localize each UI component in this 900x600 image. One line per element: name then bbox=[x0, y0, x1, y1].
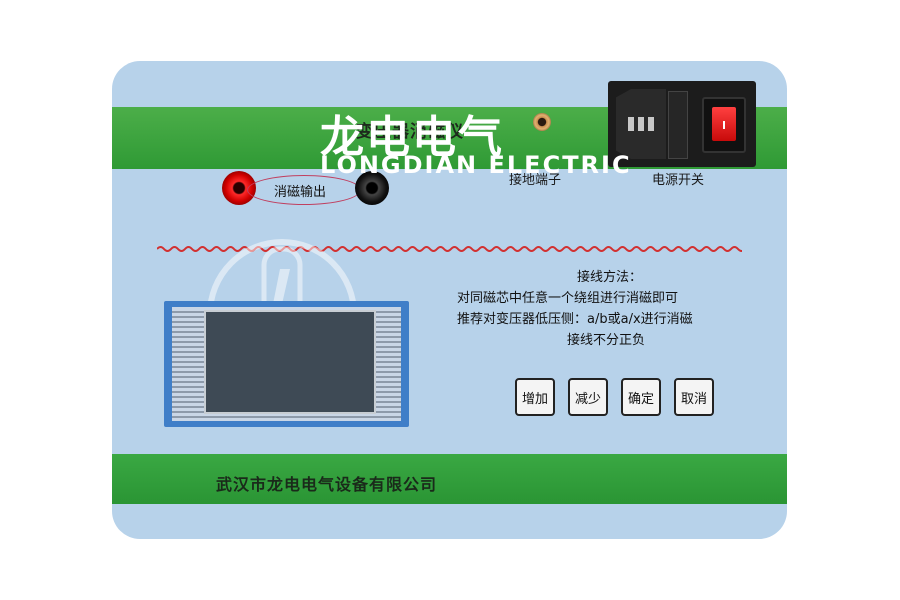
power-inlet-module bbox=[608, 81, 756, 167]
output-label: 消磁输出 bbox=[274, 185, 327, 200]
wiring-instructions: 接线方法： 对同磁芯中任意一个绕组进行消磁即可 推荐对变压器低压侧：a/b或a/… bbox=[457, 267, 693, 351]
power-socket-icon bbox=[616, 89, 666, 159]
watermark-subtext: LONGDIAN ELECTRIC bbox=[320, 151, 632, 179]
confirm-button[interactable]: 确定 bbox=[621, 378, 661, 416]
company-name: 武汉市龙电电气设备有限公司 bbox=[216, 475, 438, 494]
fuse-holder bbox=[668, 91, 688, 159]
power-switch-label: 电源开关 bbox=[652, 173, 705, 188]
power-switch-rocker bbox=[712, 107, 736, 141]
ground-terminal[interactable] bbox=[533, 113, 551, 131]
lcd-screen bbox=[204, 310, 376, 414]
instrument-panel: 变压器消磁仪 接地端子 电源开关 消磁输出 龙电电气 LONGDIAN ELEC… bbox=[112, 61, 787, 539]
watermark-text: 龙电电气 bbox=[320, 112, 504, 163]
decrease-button[interactable]: 减少 bbox=[568, 378, 608, 416]
increase-button[interactable]: 增加 bbox=[515, 378, 555, 416]
instructions-line-3: 接线不分正负 bbox=[567, 333, 646, 348]
flex-connector-line bbox=[172, 416, 401, 418]
ground-terminal-label: 接地端子 bbox=[509, 173, 562, 188]
output-terminal-black[interactable] bbox=[355, 171, 389, 205]
bottom-green-band bbox=[112, 454, 787, 504]
power-switch-mark-icon bbox=[723, 121, 725, 129]
instructions-line-1: 对同磁芯中任意一个绕组进行消磁即可 bbox=[457, 291, 679, 306]
lcd-display-frame bbox=[164, 301, 409, 427]
cancel-button[interactable]: 取消 bbox=[674, 378, 714, 416]
instructions-title: 接线方法： bbox=[577, 270, 643, 285]
instructions-line-2: 推荐对变压器低压侧：a/b或a/x进行消磁 bbox=[457, 312, 693, 327]
device-title: 变压器消磁仪 bbox=[356, 122, 464, 142]
power-switch[interactable] bbox=[702, 97, 746, 153]
